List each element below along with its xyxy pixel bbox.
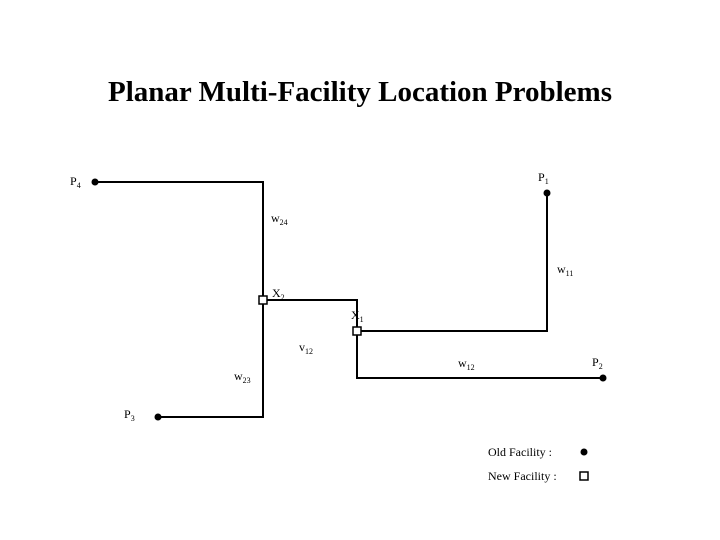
old-facility-p2-dot — [599, 374, 607, 382]
new-facility-x1-square — [352, 326, 362, 336]
label-v12: v12 — [299, 340, 313, 356]
label-w23: w23 — [234, 369, 251, 385]
legend-new-facility-square — [579, 471, 589, 481]
path-p4-x2 — [95, 181, 264, 300]
label-w11: w11 — [557, 262, 573, 278]
label-p4: P4 — [70, 174, 81, 190]
label-w24: w24 — [271, 211, 288, 227]
connection-paths — [95, 181, 603, 418]
legend-old-facility-label: Old Facility : — [488, 445, 552, 459]
old-facility-p1-dot — [543, 189, 551, 197]
legend-new-facility-label: New Facility : — [488, 469, 557, 483]
label-w12: w12 — [458, 356, 475, 372]
path-p1-x1 — [357, 193, 548, 332]
path-x1-p2 — [356, 331, 603, 379]
new-facility-x2-square — [258, 295, 268, 305]
label-p3: P3 — [124, 407, 135, 423]
label-p2: P2 — [592, 355, 603, 371]
label-x1: X1 — [351, 308, 364, 324]
legend-old-facility-dot — [580, 448, 588, 456]
legend: Old Facility : New Facility : — [488, 445, 589, 483]
label-p1: P1 — [538, 170, 549, 186]
label-x2: X2 — [272, 286, 285, 302]
path-x2-x1 — [263, 299, 358, 331]
path-p3-x2 — [158, 300, 264, 418]
page-title: Planar Multi-Facility Location Problems — [108, 76, 612, 108]
old-facility-p4-dot — [91, 178, 99, 186]
old-facility-p3-dot — [154, 413, 162, 421]
